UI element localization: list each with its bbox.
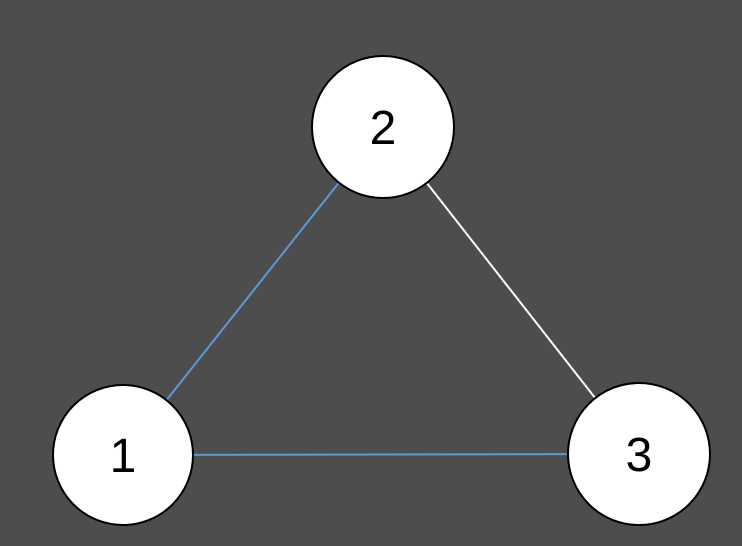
node-2: 2 [311,55,455,199]
node-2-circle[interactable] [311,55,455,199]
node-3-circle[interactable] [567,382,711,526]
node-3: 3 [567,382,711,526]
node-1-circle[interactable] [52,384,194,526]
edge-1-3[interactable] [122,453,640,456]
node-1: 1 [52,384,194,526]
